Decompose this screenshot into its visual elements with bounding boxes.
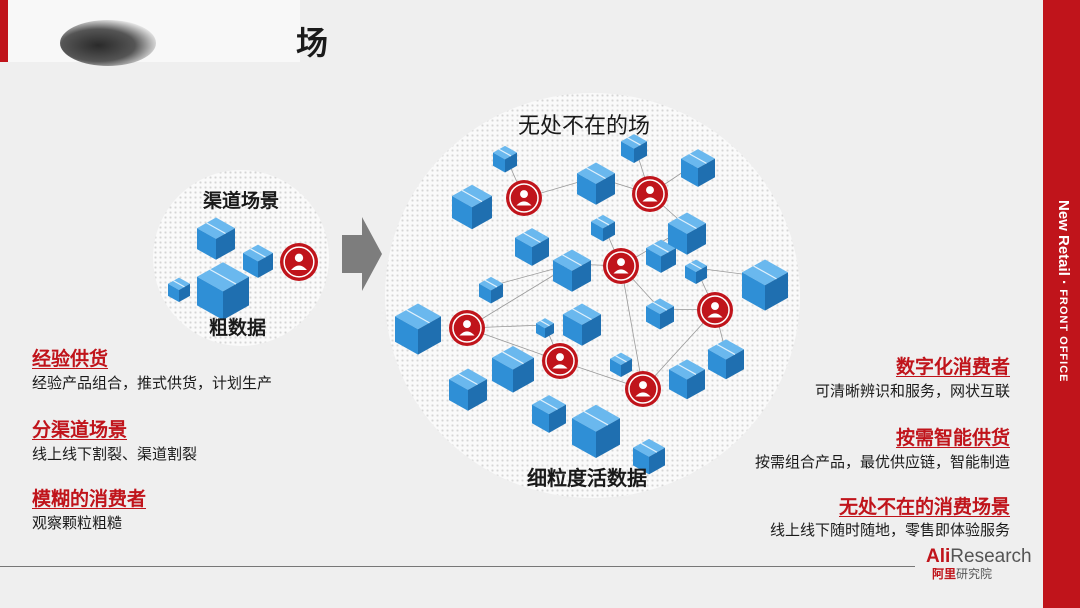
user-avatar-icon — [603, 248, 639, 284]
cube-icon — [591, 214, 615, 242]
cube-icon — [197, 262, 249, 320]
side-band — [1043, 0, 1080, 608]
channel-scene-graphic — [168, 217, 318, 320]
ubiquitous-scene-label: 无处不在的场 — [518, 114, 651, 139]
point-smart-supply-title: 按需智能供货 — [895, 427, 1010, 449]
side-band-secondary: FRONT OFFICE — [1057, 289, 1069, 383]
point-vague-consumer-title: 模糊的消费者 — [32, 488, 147, 510]
network-link — [620, 265, 644, 390]
user-avatar-icon — [280, 243, 318, 281]
channel-scene-label: 渠道场景 — [203, 190, 280, 212]
cube-icon — [742, 259, 788, 311]
cube-icon — [708, 339, 744, 380]
cube-icon — [668, 212, 706, 255]
point-channel-scene-title: 分渠道场景 — [32, 419, 128, 441]
cube-icon — [577, 162, 615, 205]
ubiquitous-scene-graphic — [395, 134, 788, 475]
cube-icon — [197, 217, 235, 260]
cube-icon — [449, 368, 487, 411]
point-ubiquitous-scene-title: 无处不在的消费场景 — [838, 496, 1010, 518]
coarse-data-label: 粗数据 — [209, 317, 267, 339]
point-ubiquitous-scene-desc: 线上线下随时随地，零售即体验服务 — [769, 521, 1010, 539]
cube-icon — [563, 303, 601, 346]
point-experience-supply-title: 经验供货 — [32, 348, 109, 370]
cube-icon — [646, 298, 674, 330]
user-avatar-icon — [625, 371, 661, 407]
title-smudge — [60, 20, 156, 66]
cube-icon — [685, 259, 707, 285]
title-mask — [8, 0, 300, 62]
cube-icon — [553, 249, 591, 292]
point-experience-supply-desc: 经验产品组合，推式供货，计划生产 — [32, 374, 273, 392]
user-avatar-icon — [449, 310, 485, 346]
footer-divider — [0, 566, 915, 567]
cube-icon — [168, 277, 190, 303]
user-avatar-icon — [697, 292, 733, 328]
side-band-separator: · — [1055, 280, 1072, 286]
point-digital-consumer-title: 数字化消费者 — [895, 356, 1010, 378]
user-avatar-icon — [542, 343, 578, 379]
cube-icon — [395, 303, 441, 355]
cube-icon — [633, 438, 665, 475]
cube-icon — [492, 346, 534, 393]
slide-title: 场 — [296, 24, 330, 62]
cube-icon — [610, 352, 632, 378]
side-band-primary: New Retail — [1055, 200, 1072, 276]
cube-icon — [621, 134, 647, 163]
user-avatar-icon — [506, 180, 542, 216]
point-channel-scene-desc: 线上线下割裂、渠道割裂 — [32, 445, 198, 463]
title-accent-bar — [0, 0, 8, 62]
fine-grained-data-label: 细粒度活数据 — [527, 466, 647, 490]
side-band-text: New Retail · FRONT OFFICE — [1052, 200, 1072, 420]
logo-brand: AliResearch — [926, 546, 1032, 567]
cube-icon — [452, 184, 492, 230]
channel-scene-circle — [153, 170, 329, 346]
cube-icon — [669, 359, 705, 400]
user-avatar-icon — [632, 176, 668, 212]
point-vague-consumer-desc: 观察颗粒粗糙 — [32, 514, 123, 532]
point-smart-supply-desc: 按需组合产品，最优供应链，智能制造 — [754, 453, 1010, 471]
cube-icon — [493, 145, 517, 173]
cube-icon — [515, 228, 549, 266]
aliresearch-logo: AliResearch 阿里研究院 — [926, 546, 1042, 582]
cube-icon — [572, 404, 620, 459]
arrow-right-icon — [342, 217, 382, 291]
cube-icon — [681, 149, 715, 187]
cube-icon — [536, 318, 554, 339]
ubiquitous-scene-circle — [385, 93, 800, 498]
point-digital-consumer-desc: 可清晰辨识和服务，网状互联 — [814, 382, 1010, 400]
cube-icon — [479, 276, 503, 304]
logo-sub: 阿里研究院 — [932, 567, 993, 581]
cube-icon — [532, 395, 566, 433]
cube-icon — [243, 244, 273, 278]
